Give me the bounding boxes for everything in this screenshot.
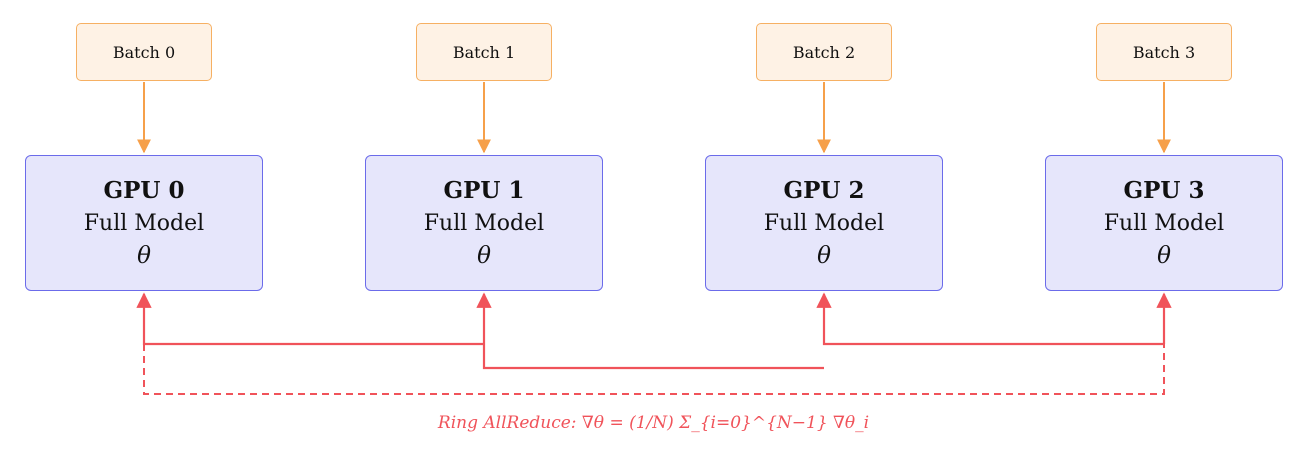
batch-box-1: Batch 1 bbox=[416, 23, 552, 81]
batch-label: Batch 1 bbox=[452, 42, 516, 62]
gpu-subtitle: Full Model bbox=[763, 210, 885, 236]
gpu-param: θ bbox=[137, 242, 151, 269]
batch-box-2: Batch 2 bbox=[756, 23, 892, 81]
gpu-subtitle: Full Model bbox=[83, 210, 205, 236]
ring-link-1-2 bbox=[476, 292, 824, 370]
gpu-title: GPU 3 bbox=[1123, 176, 1205, 204]
gpu-box-2: GPU 2 Full Model θ bbox=[705, 155, 943, 291]
gpu-param: θ bbox=[817, 242, 831, 269]
batch-box-0: Batch 0 bbox=[76, 23, 212, 81]
gpu-param: θ bbox=[1157, 242, 1171, 269]
gpu-box-3: GPU 3 Full Model θ bbox=[1045, 155, 1283, 291]
gpu-box-1: GPU 1 Full Model θ bbox=[365, 155, 603, 291]
gpu-title: GPU 2 bbox=[783, 176, 865, 204]
batch-box-3: Batch 3 bbox=[1096, 23, 1232, 81]
ring-link-0-1 bbox=[136, 292, 484, 346]
batch-label: Batch 0 bbox=[112, 42, 176, 62]
batch-label: Batch 3 bbox=[1132, 42, 1196, 62]
gpu-subtitle: Full Model bbox=[423, 210, 545, 236]
ring-allreduce-caption: Ring AllReduce: ∇θ = (1/N) Σ_{i=0}^{N−1}… bbox=[437, 413, 870, 433]
gpu-subtitle: Full Model bbox=[1103, 210, 1225, 236]
gpu-title: GPU 0 bbox=[103, 176, 185, 204]
ring-link-2-3 bbox=[816, 292, 1164, 346]
gpu-title: GPU 1 bbox=[443, 176, 525, 204]
ring-wrap-dashed bbox=[143, 344, 1165, 395]
gpu-param: θ bbox=[477, 242, 491, 269]
gpu-box-0: GPU 0 Full Model θ bbox=[25, 155, 263, 291]
batch-label: Batch 2 bbox=[792, 42, 856, 62]
